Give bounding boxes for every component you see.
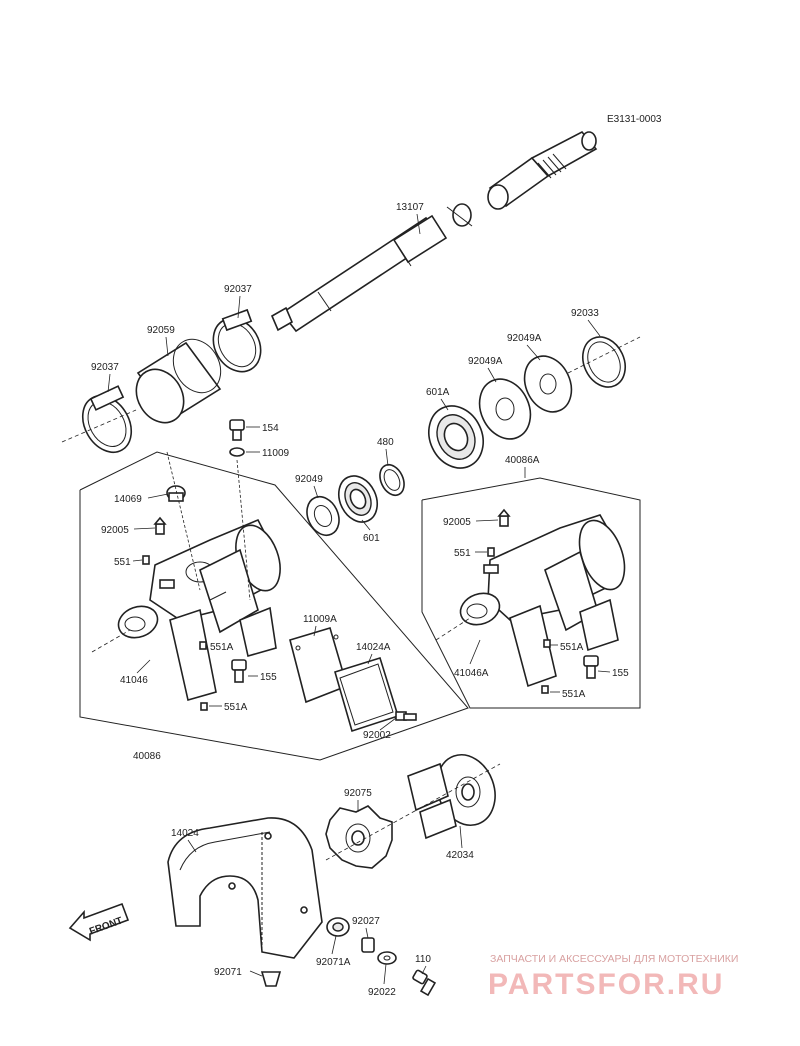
label-92033: 92033: [571, 308, 599, 319]
cover-14024A: [334, 656, 399, 733]
shaft-sleeve: [135, 338, 222, 424]
label-92049A-a: 92049A: [507, 333, 542, 344]
washer-92022: [377, 951, 397, 965]
plug-551A-right-b: [541, 685, 549, 694]
diagram-code: E3131-0003: [607, 114, 662, 125]
plug-551A-left-b: [200, 702, 208, 711]
bolt-110: [412, 969, 437, 997]
bearing-601: [337, 475, 379, 523]
label-92075: 92075: [344, 788, 372, 799]
label-14024A: 14024A: [356, 642, 391, 653]
watermark-brand: PARTSFOR.RU: [488, 968, 724, 1001]
label-40086A: 40086A: [505, 455, 540, 466]
label-110: 110: [415, 954, 431, 965]
grease-nipple-92005-left: [153, 516, 167, 535]
label-551A-a: 551A: [210, 642, 234, 653]
bearing-601A: [428, 405, 484, 469]
label-92027: 92027: [352, 916, 380, 927]
damper-92075: [325, 805, 393, 869]
plug-551-right: [487, 547, 495, 557]
bolt-155-right: [583, 655, 599, 679]
label-601A: 601A: [426, 387, 450, 398]
hose-clamp-lower: [81, 385, 133, 454]
coupling-42034: [407, 754, 496, 840]
label-11009A: 11009A: [303, 614, 337, 625]
label-155-b: 155: [612, 668, 629, 679]
grease-nipple-92005-right: [497, 508, 511, 527]
label-92071: 92071: [214, 967, 242, 978]
label-480: 480: [377, 437, 394, 448]
label-11009: 11009: [262, 448, 290, 459]
label-92071A: 92071A: [316, 957, 351, 968]
plug-551A-left-a: [199, 641, 207, 650]
drive-shaft: [270, 130, 598, 333]
label-13107: 13107: [396, 202, 424, 213]
label-92002: 92002: [363, 730, 391, 741]
snap-ring: [582, 336, 626, 388]
hose-clamp-upper: [212, 308, 262, 373]
label-551A-c: 551A: [560, 642, 584, 653]
washer-11009: [229, 447, 245, 457]
housing-41046A: [459, 514, 626, 688]
label-92005-b: 92005: [443, 517, 471, 528]
bolt-155-left: [231, 659, 247, 683]
front-arrow-icon: FRONT: [68, 902, 130, 942]
label-14024: 14024: [171, 828, 199, 839]
leader-lines: [107, 213, 611, 985]
label-92022: 92022: [368, 987, 396, 998]
label-92049: 92049: [295, 474, 323, 485]
label-41046: 41046: [120, 675, 148, 686]
assembly-40086-outline: [79, 451, 469, 761]
label-92005-a: 92005: [101, 525, 129, 536]
washer-92049A-b: [478, 378, 532, 440]
label-551-a: 551: [114, 557, 131, 568]
plug-551A-right-a: [543, 639, 551, 648]
guard-14024: [167, 817, 323, 959]
bolt-92002: [395, 711, 417, 721]
label-551A-b: 551A: [224, 702, 248, 713]
grommet-92071: [260, 971, 282, 987]
grease-cap-14069: [166, 485, 186, 502]
label-154: 154: [262, 423, 279, 434]
label-551A-d: 551A: [562, 689, 586, 700]
collar-92027: [361, 937, 375, 953]
bolt-154: [229, 419, 245, 441]
housing-41046: [117, 518, 281, 702]
label-92049A-b: 92049A: [468, 356, 503, 367]
label-40086: 40086: [133, 751, 161, 762]
watermark-title: ЗАПЧАСТИ И АКСЕССУАРЫ ДЛЯ МОТОТЕХНИКИ: [490, 953, 738, 965]
oil-seal-92049: [306, 495, 340, 537]
label-92037-b: 92037: [91, 362, 119, 373]
label-551-b: 551: [454, 548, 471, 559]
snap-ring-480: [379, 463, 405, 497]
label-92059: 92059: [147, 325, 175, 336]
label-92037-a: 92037: [224, 284, 252, 295]
gasket-11009A: [289, 627, 348, 704]
plug-551-left: [142, 555, 150, 565]
label-155-a: 155: [260, 672, 277, 683]
assembly-40086A-outline: [421, 477, 641, 709]
label-42034: 42034: [446, 850, 474, 861]
washer-92049A-a: [523, 355, 573, 413]
collar-92071A: [326, 917, 350, 937]
label-601: 601: [363, 533, 380, 544]
label-41046A: 41046A: [454, 668, 489, 679]
label-14069: 14069: [114, 494, 142, 505]
